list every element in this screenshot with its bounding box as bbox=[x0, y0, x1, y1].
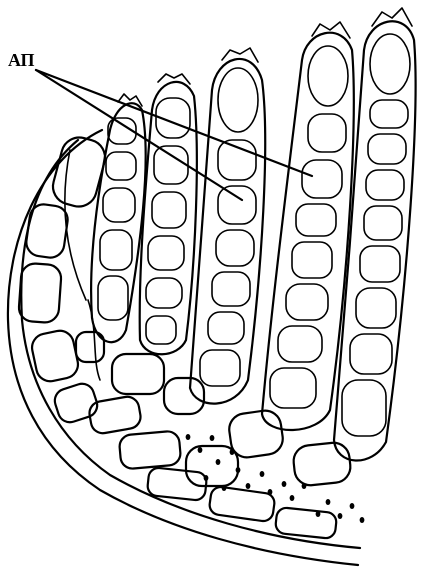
annotation: АП bbox=[8, 50, 312, 200]
pointer-line-2 bbox=[36, 70, 312, 176]
basal-cell-layer bbox=[18, 133, 352, 539]
annotation-label: АП bbox=[8, 50, 35, 70]
filament-5 bbox=[334, 8, 416, 461]
granules bbox=[186, 434, 365, 523]
filament-2 bbox=[140, 74, 197, 354]
filament-3 bbox=[190, 48, 265, 404]
